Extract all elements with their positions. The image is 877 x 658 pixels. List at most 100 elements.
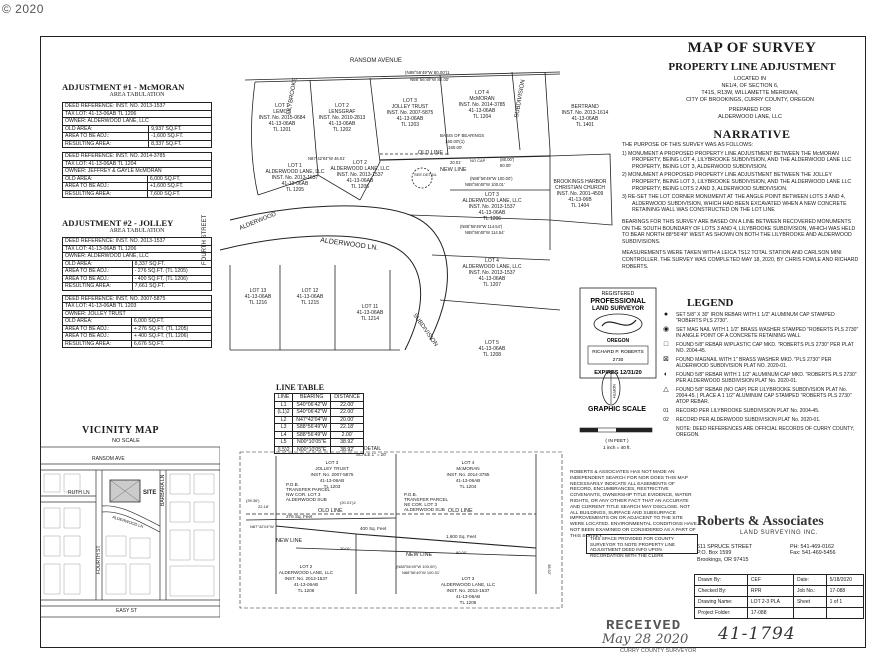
vicinity-map: RANSOM AVE RUTH LN FOURTH ST BARBARA LN …: [40, 446, 220, 618]
vicinity-map-scale: NO SCALE: [112, 438, 140, 444]
vicinity-site-label: SITE: [143, 490, 156, 496]
table-cell: 38.92': [330, 445, 364, 454]
lot-text: BROOKINGS HARBOR: [553, 179, 606, 185]
lot-text: LEMOS: [273, 109, 291, 115]
lot-text: LOT 13: [250, 288, 267, 294]
table-cell: 7,600 SQ.FT.: [146, 189, 213, 198]
lot-text: LOT 1: [275, 103, 289, 109]
lot-text: LOT 1: [288, 163, 302, 169]
lot-text: LENSGRAF: [329, 109, 356, 115]
table-cell: AREA TO BE ADJ.:: [62, 274, 133, 283]
location-line: T41S, R13W, WILLAMETTE MERIDIAN,: [701, 90, 799, 96]
adjustment-2-table-b: DEED REFERENCE: INST. NO. 2007-5875 TAX …: [62, 294, 213, 349]
legend-symbol-icon: ⊠: [663, 356, 669, 363]
graphic-scale-ratio: 1 inch = 40 ft.: [603, 445, 631, 450]
lot-text: ALDERWOOD LANE, LLC: [265, 169, 324, 175]
table-cell: S88°56'49"W: [292, 423, 332, 432]
lot-text: INST. No. 2001-4509: [557, 191, 604, 197]
lot-text: TL 1215: [301, 300, 319, 306]
adjustment-1-table-b: DEED REFERENCE: INST. NO. 2014-3785 TAX …: [62, 152, 213, 198]
lot-text: INST. No. 2007-5875: [311, 472, 354, 477]
bearing-label: N88°56'49"W 100.01': [465, 182, 505, 187]
bearing-label: BASIS OF BEARINGS: [440, 133, 484, 138]
table-cell: 22.00': [330, 400, 364, 409]
company-address: 611 SPRUCE STREET P.O. Box 1599 Brooking…: [697, 544, 752, 563]
stamp-line: REGISTERED: [602, 291, 635, 297]
county-note: THIS SPACE PROVIDED FOR COUNTY SURVEYOR …: [590, 536, 676, 558]
lot-text: TL 1404: [571, 203, 589, 209]
see-detail-label: SEE DETAIL: [414, 172, 438, 177]
lot-text: 41-13-06AB: [397, 116, 424, 122]
lot-text: INST. No. 2013-1537: [469, 204, 516, 210]
table-cell: AREA TO BE ADJ.:: [61, 132, 150, 141]
table-cell: 22.00': [330, 408, 364, 417]
address-line: 611 SPRUCE STREET: [697, 544, 753, 550]
lot-text: ALDERWOOD LANE, LLC: [279, 570, 334, 575]
legend-text: RECORD PER ALDERWOOD SUBDIVISION PLAT No…: [676, 417, 821, 423]
vicinity-label: RUTH LN: [68, 490, 90, 496]
detail-heading: DETAIL: [364, 446, 381, 452]
table-cell: RESULTING AREA:: [62, 339, 132, 348]
vicinity-label: RANSOM AVE: [92, 456, 125, 462]
pob-text: ALDERWOOD SUB: [404, 507, 445, 512]
lot-text: LOT 2: [335, 103, 349, 109]
narrative-measurements: MEASUREMENTS WERE TAKEN WITH A LEICA TS1…: [622, 250, 859, 270]
map-title: MAP OF SURVEY: [687, 40, 817, 56]
narrative-intro: THE PURPOSE OF THIS SURVEY WAS AS FOLLOW…: [622, 142, 753, 148]
detail-bearing-label: (N88°56'49"W 100.00'): [396, 564, 437, 569]
legend-heading: LEGEND: [687, 297, 734, 309]
adjustment-1-block: ADJUSTMENT #1 - McMORAN AREA TABULATION …: [61, 82, 213, 198]
table-cell: CEF: [746, 574, 794, 586]
lot-text: ALDERWOOD LANE, LLC: [462, 264, 521, 270]
lot-text: 41-13-06AB: [245, 294, 272, 300]
lot-text: TL 1206: [351, 184, 369, 190]
adjustment-2-subheading: AREA TABULATION: [109, 228, 165, 234]
table-cell: RPR: [746, 585, 794, 597]
lot-text: LOT 5: [485, 340, 499, 346]
location-line: NE1/4, OF SECTION 6,: [721, 83, 779, 89]
legend-item: ◐FOUND 5/8" REBAR WITH 1 1/2" ALUMINUM C…: [660, 371, 860, 384]
lot-text: JOLLEY TRUST: [392, 104, 429, 110]
detail-lot-2-alderwood: LOT 2 ALDERWOOD LANE, LLC INST. No. 2013…: [279, 564, 334, 593]
table-cell: OLD AREA:: [62, 259, 133, 268]
lot-text: CHRISTIAN CHURCH: [555, 185, 605, 191]
table-cell: S40°06'42"W: [292, 400, 332, 409]
street-label-fourth: FOURTH STREET: [202, 214, 208, 265]
street-label-ransom: RANSOM AVENUE: [350, 58, 402, 64]
lot-text: INST. No. 2013-1537: [272, 175, 319, 181]
pob-text: NE COR. LOT 3: [404, 502, 438, 507]
lot-text: 41-13-06AB: [456, 478, 481, 483]
lot-text: ALDERWOOD LANE, LLC: [462, 198, 521, 204]
legend-item: NOTE: DEED REFERENCES ARE OFFICIAL RECOR…: [660, 426, 860, 438]
location-block: LOCATED IN NE1/4, OF SECTION 6, T41S, R1…: [650, 76, 850, 121]
adjustment-2-block: ADJUSTMENT #2 - JOLLEY AREA TABULATION D…: [62, 218, 213, 349]
graphic-scale-label: GRAPHIC SCALE: [588, 406, 646, 413]
lot-text: TL 1201: [273, 127, 291, 133]
table-cell: Drawing Name:: [694, 596, 748, 608]
surveyor-stamp: REGISTERED PROFESSIONAL LAND SURVEYOR OR…: [579, 287, 657, 379]
graphic-scale-unit: ( IN FEET ): [605, 438, 629, 443]
table-cell: Drawn By:: [694, 574, 748, 586]
adjustment-1-subheading: AREA TABULATION: [109, 92, 165, 98]
table-cell: TAX LOT: 41-13-06AB TL 1203: [62, 302, 212, 311]
lot-text: 41-13-06AB: [572, 116, 599, 122]
bearing-label: 160.00': [448, 145, 462, 150]
pob-text: P.O.B.: [286, 482, 299, 487]
pob-text: P.O.B.: [404, 492, 417, 497]
bearing-label: N87°42'04"W 46.01': [308, 156, 346, 161]
lot-text: INST. No. 2013-1614: [562, 110, 609, 116]
distance-label: 20.01': [450, 160, 461, 165]
lot-text: 41-13-06B: [568, 197, 592, 203]
detail-area-label: 1,600 Sq. Feet: [446, 534, 477, 539]
north-arrow: NORTH: [601, 370, 621, 406]
legend-text: FOUND MAGNAIL WITH 1" BRASS WASHER MKD. …: [676, 357, 832, 369]
detail-bearing-label: N87°42'04"W: [250, 524, 274, 529]
table-cell: TAX LOT: 41-13-06AB TL 1206: [62, 109, 212, 118]
table-cell: RESULTING AREA:: [62, 282, 133, 291]
detail-old-line: OLD LINE: [318, 508, 343, 514]
lot-label-12: LOT 12 41-13-06AB TL 1215: [297, 288, 324, 306]
